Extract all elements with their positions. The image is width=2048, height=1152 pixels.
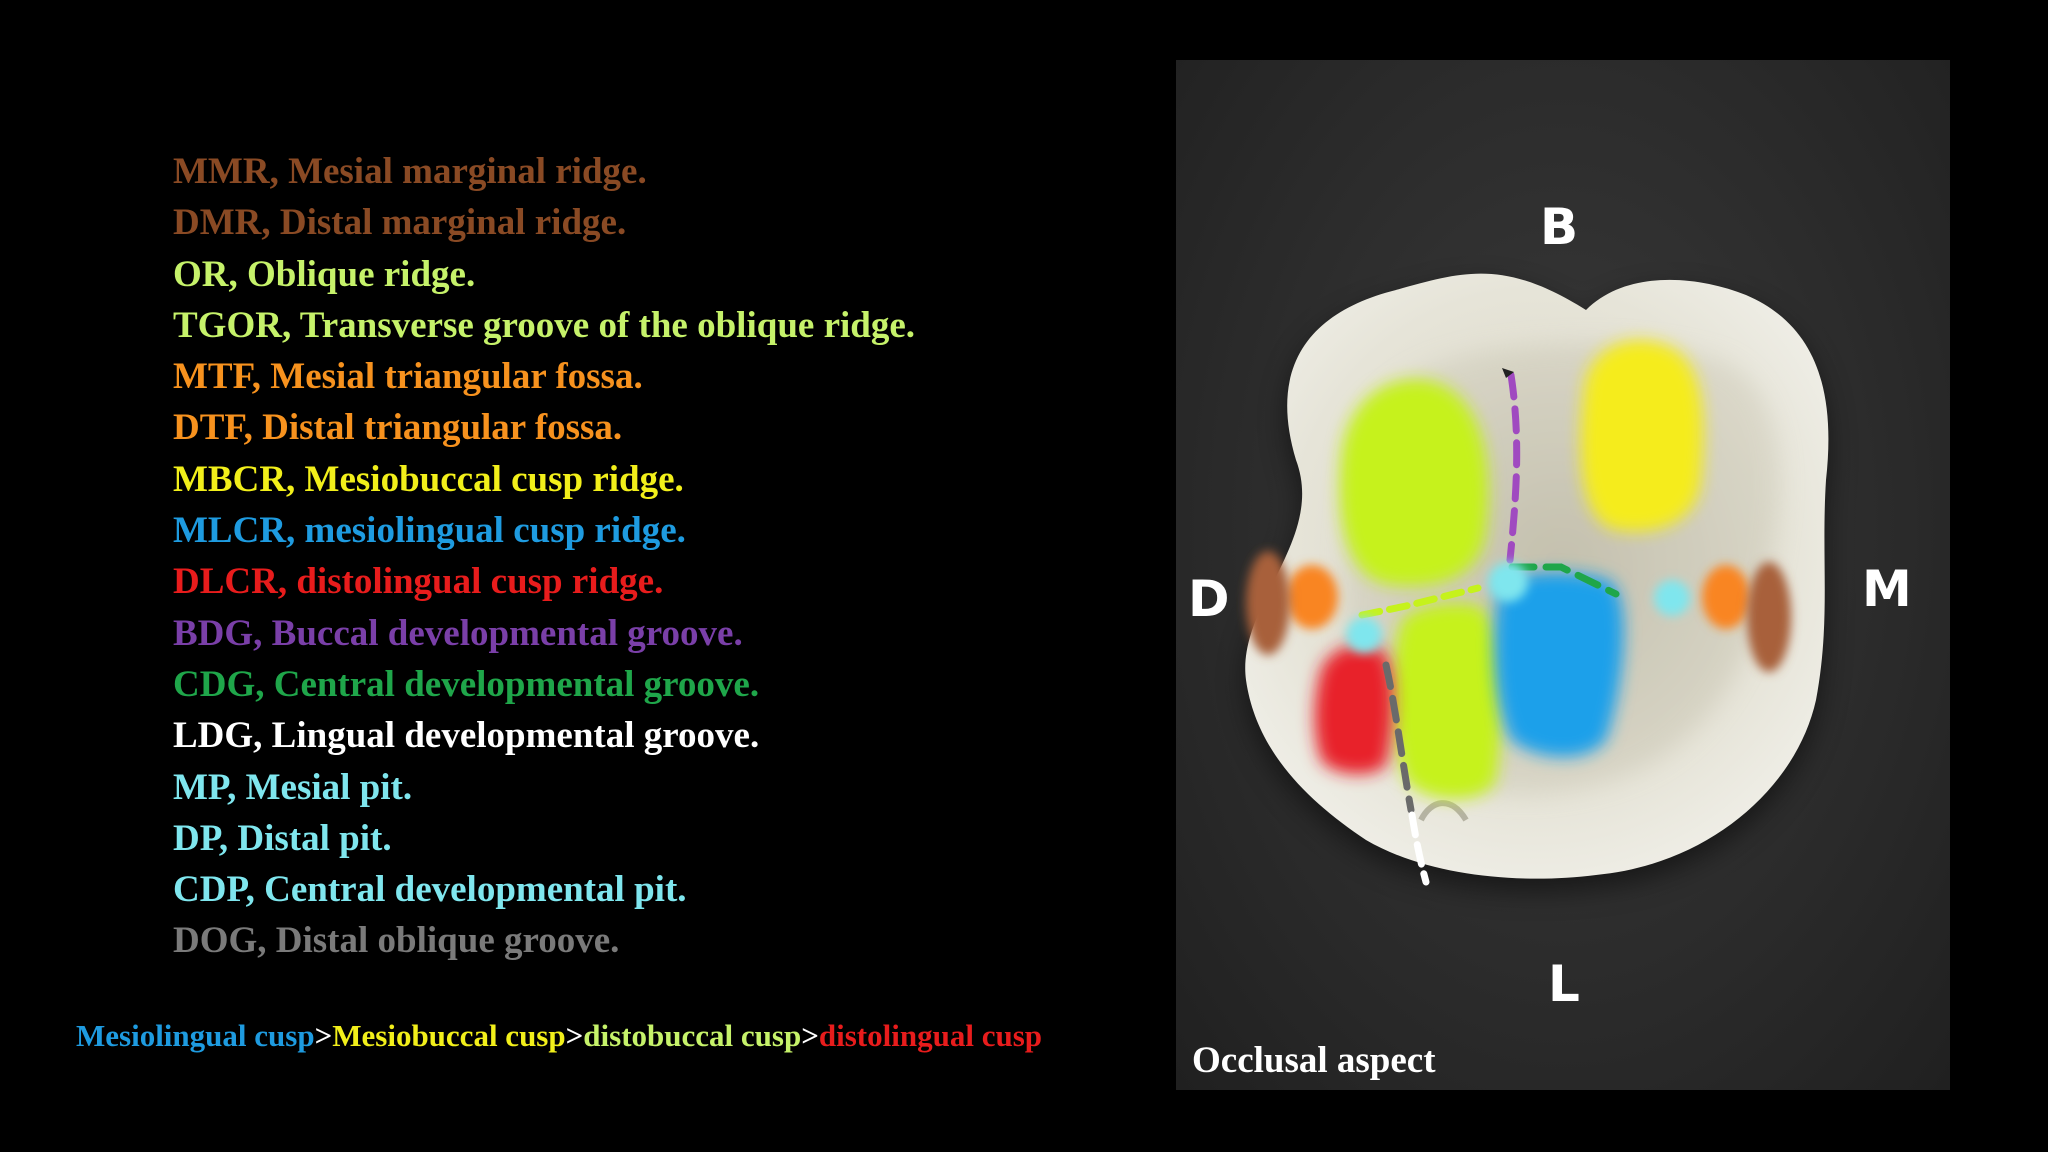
cusp-name: distolingual cusp — [818, 1018, 1043, 1053]
legend-item: BDG, Buccal developmental groove. — [173, 612, 743, 654]
oblique-ridge-lingual-region — [1391, 603, 1502, 799]
order-separator: > — [565, 1018, 584, 1053]
legend-item: MMR, Mesial marginal ridge. — [173, 151, 647, 192]
distal-oblique-groove — [1382, 661, 1415, 814]
legend-item: CDP, Central developmental pit. — [173, 869, 687, 911]
molar-occlusal-illustration — [1245, 273, 1829, 891]
legend-item: MTF, Mesial triangular fossa. — [173, 356, 643, 398]
legend-item: DTF, Distal triangular fossa. — [173, 407, 623, 449]
cusp-name: distobuccal cusp — [583, 1018, 802, 1053]
distal-pit — [1346, 617, 1382, 653]
legend-item: DMR, Distal marginal ridge. — [173, 202, 627, 244]
order-separator: > — [314, 1018, 333, 1053]
buccal-developmental-groove — [1506, 371, 1521, 564]
mesial-pit — [1654, 580, 1690, 616]
distal-label: D — [1188, 570, 1230, 628]
image-caption: Occlusal aspect — [1192, 1040, 1436, 1081]
order-separator: > — [801, 1018, 819, 1053]
mesial-triangular-fossa-region — [1702, 565, 1750, 629]
mesial-marginal-ridge-region — [1747, 562, 1791, 672]
distolingual-cusp-ridge-region — [1314, 645, 1393, 775]
legend-item: LDG, Lingual developmental groove. — [173, 715, 760, 757]
lingual-label: L — [1548, 955, 1580, 1013]
legend-item: TGOR, Transverse groove of the oblique r… — [173, 304, 916, 346]
cusp-size-order: Mesiolingual cusp>Mesiobuccal cusp>disto… — [76, 1018, 1042, 1054]
cusp-name: Mesiobuccal cusp — [332, 1018, 566, 1053]
legend-item: DOG, Distal oblique groove. — [173, 920, 620, 962]
central-developmental-groove — [1508, 563, 1620, 598]
central-developmental-pit — [1488, 562, 1528, 602]
legend-item: CDG, Central developmental groove. — [173, 663, 760, 705]
distal-marginal-ridge-region — [1246, 551, 1290, 655]
distobuccal-cusp-region — [1339, 379, 1489, 587]
legend-item: MP, Mesial pit. — [173, 766, 413, 808]
abbreviation-legend: MMR, Mesial marginal ridge. DMR, Distal m… — [173, 146, 915, 967]
tooth-image-panel: B L D M Occlusal aspect — [1176, 60, 1950, 1090]
legend-item: DP, Distal pit. — [173, 817, 392, 859]
mesiolingual-cusp-ridge-region — [1494, 572, 1624, 757]
legend-item: MLCR, mesiolingual cusp ridge. — [173, 510, 686, 552]
cusp-name: Mesiolingual cusp — [76, 1018, 315, 1053]
legend-item: OR, Oblique ridge. — [173, 253, 476, 295]
distal-triangular-fossa-region — [1286, 565, 1338, 629]
transverse-groove-oblique-ridge — [1358, 584, 1482, 619]
legend-item: DLCR, distolingual cusp ridge. — [173, 561, 664, 603]
buccal-label: B — [1540, 198, 1579, 256]
mesial-label: M — [1862, 560, 1912, 618]
legend-item: MBCR, Mesiobuccal cusp ridge. — [173, 458, 684, 500]
mesiobuccal-cusp-ridge-region — [1580, 340, 1704, 532]
lingual-developmental-groove — [1408, 811, 1430, 886]
